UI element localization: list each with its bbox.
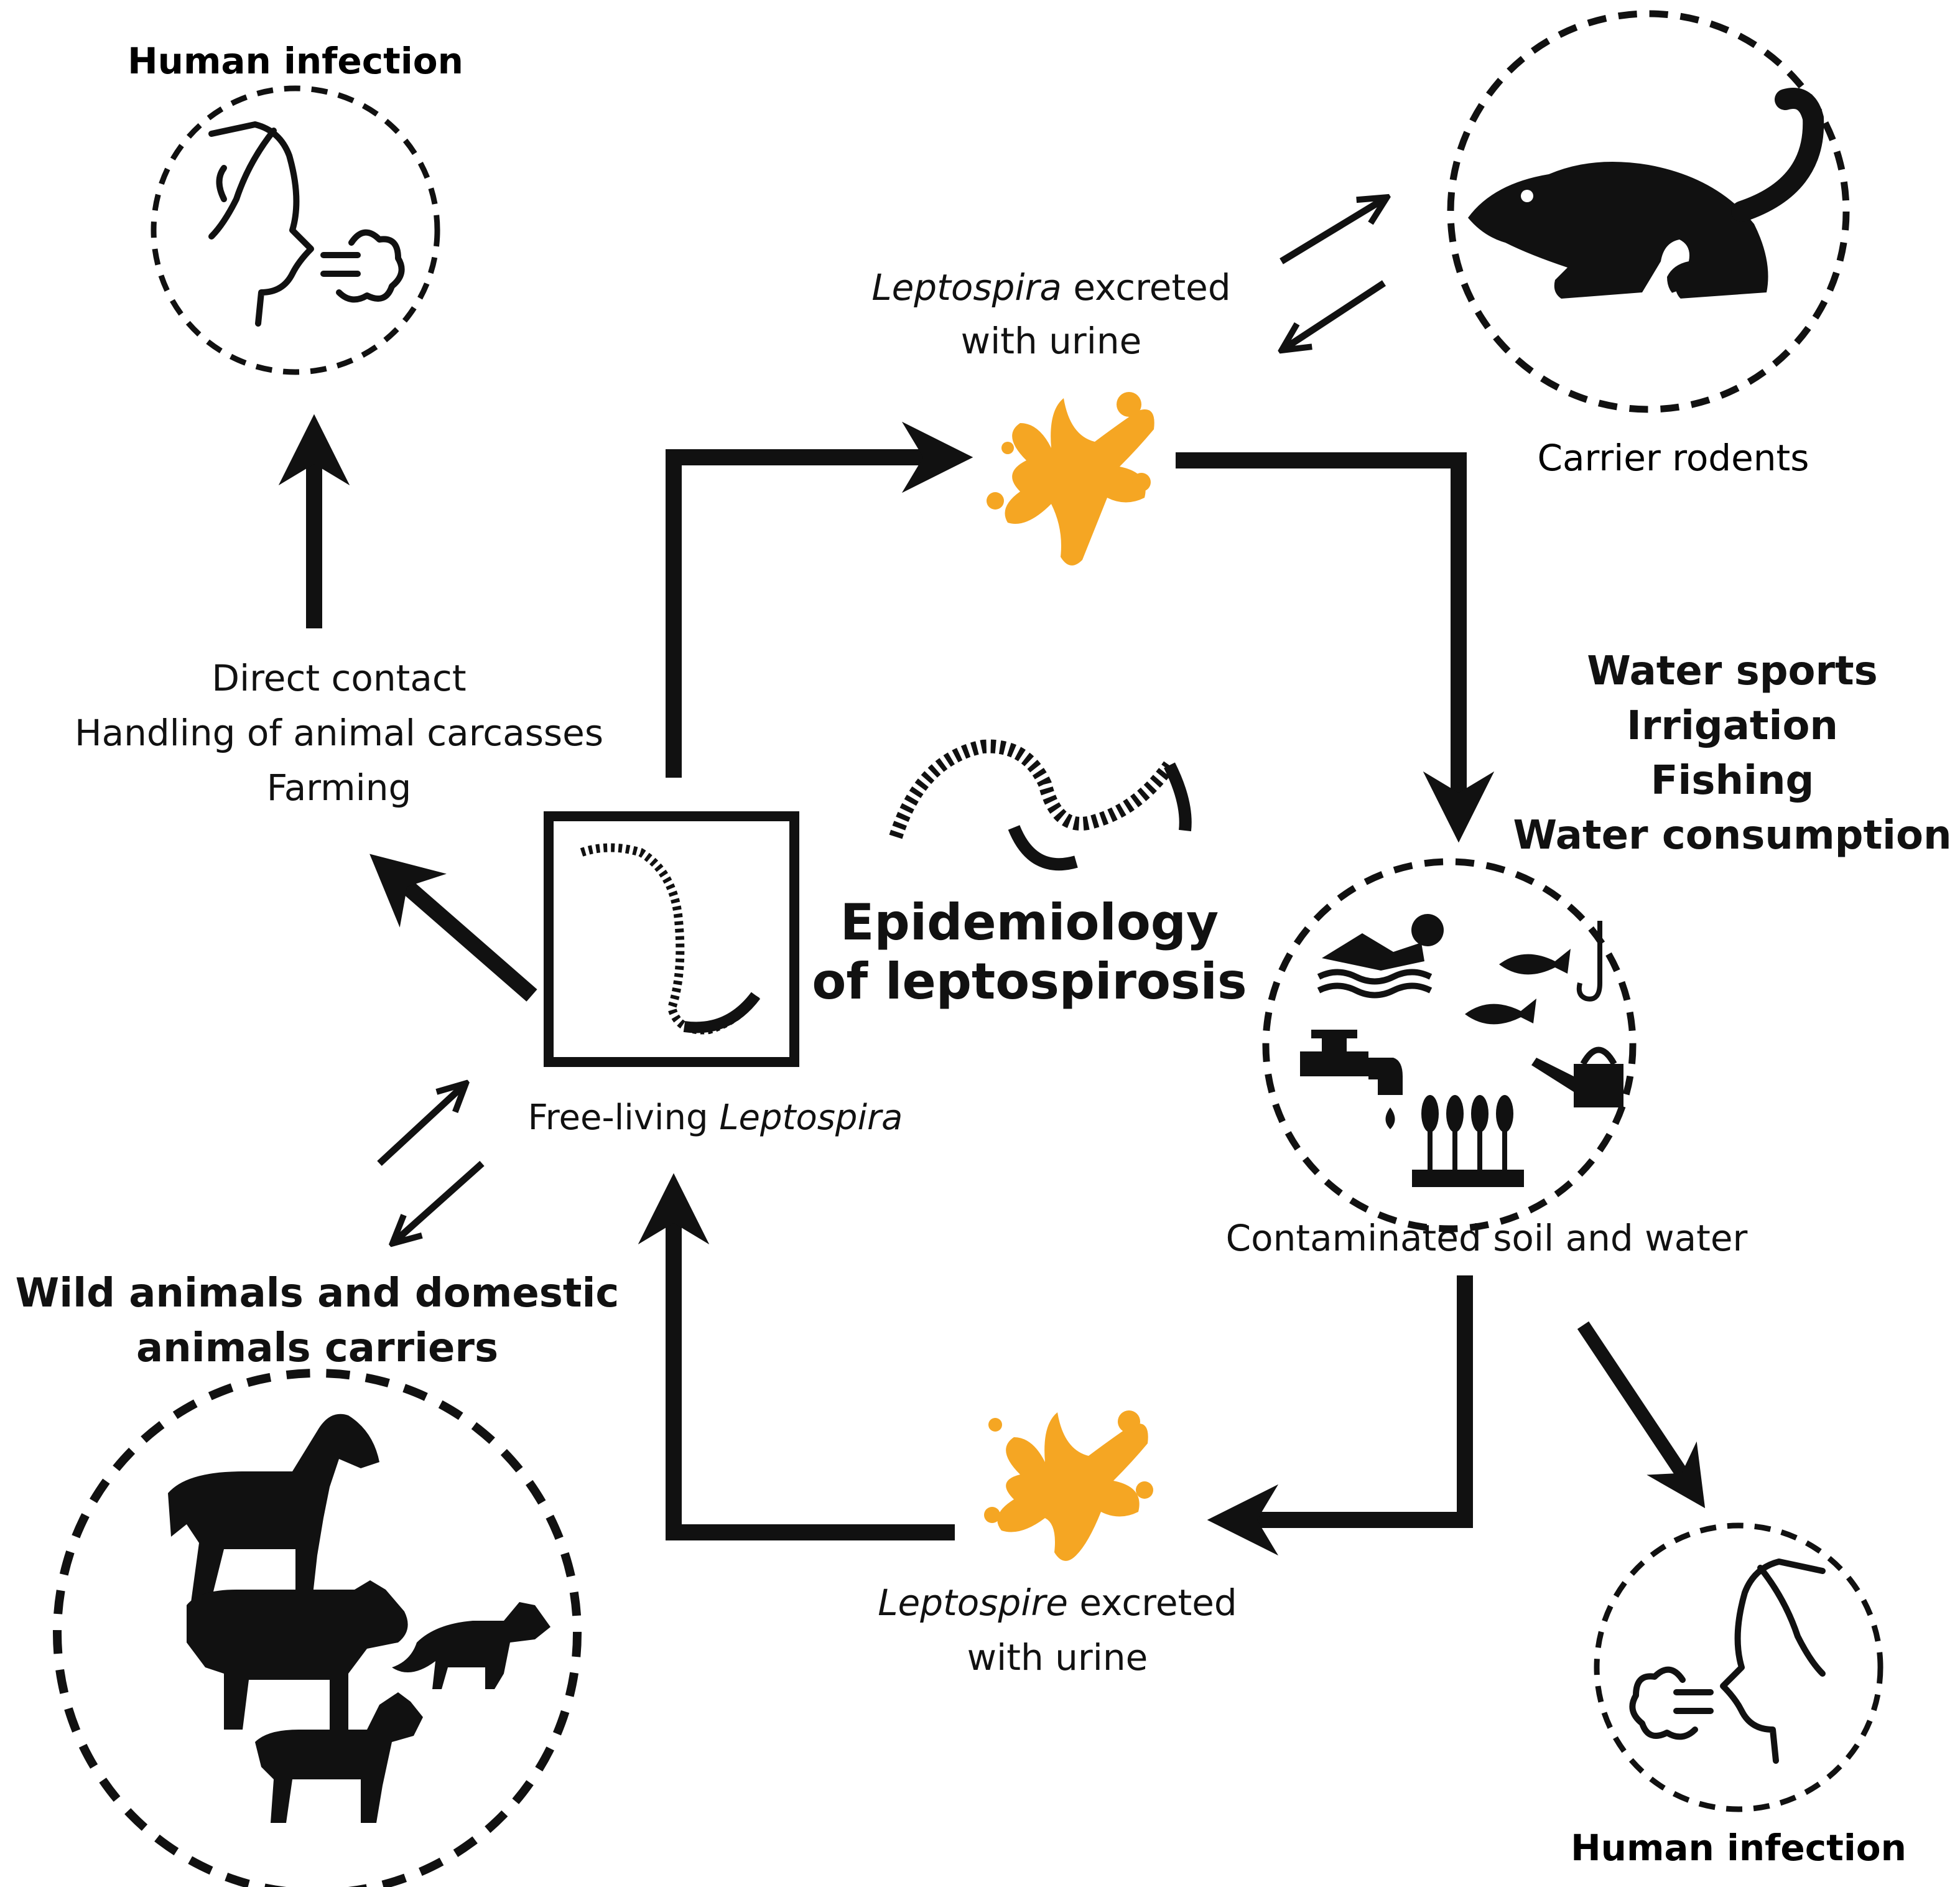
arrow-contaminated-to-urine-bottom	[1207, 1275, 1473, 1556]
contaminated-label: Contaminated soil and water	[1226, 1217, 1748, 1259]
arrow-urine-bottom-to-free-living	[638, 1173, 955, 1540]
cow-icon	[187, 1580, 408, 1730]
water-activities-label-1: Water sports	[1587, 648, 1877, 694]
human-infection-bottom-label: Human infection	[1571, 1827, 1907, 1869]
water-activities-label-4: Water consumption	[1513, 813, 1951, 859]
urine-splash-icon	[984, 392, 1154, 1561]
fox-icon	[392, 1602, 550, 1689]
arrow-free-living-to-urine-top	[666, 421, 973, 778]
water-activities-label-3: Fishing	[1651, 758, 1814, 804]
wild-animals-label-1: Wild animals and domestic	[16, 1270, 620, 1316]
exchange-arrows	[377, 199, 1386, 1241]
urine-splash-top	[1005, 398, 1154, 566]
human-breathing-icon	[1629, 1559, 1826, 1764]
human-infection-top-label: Human infection	[128, 40, 463, 82]
wild-animals-label-2: animals carriers	[136, 1325, 498, 1371]
excreted-bottom-label-line2: with urine	[967, 1636, 1148, 1679]
faucet-icon	[1300, 1030, 1403, 1129]
diagram-labels: Leptospira excreted with urine Water spo…	[16, 266, 1952, 1679]
arrow-animals-to-free-living	[377, 1086, 463, 1167]
arrow-urine-top-to-contaminated	[1176, 452, 1495, 843]
carrier-rodents-label: Carrier rodents	[1537, 437, 1809, 479]
animal-carriers-node	[53, 1369, 582, 1887]
free-living-label: Free-living Leptospira	[528, 1097, 903, 1138]
contaminated-soil-water-node	[1262, 858, 1637, 1232]
excreted-bottom-label: Leptospire excreted	[878, 1582, 1237, 1624]
rat-icon	[1468, 88, 1824, 308]
urine-splash-bottom	[997, 1412, 1148, 1561]
human-infection-top-node: Human infection	[128, 40, 463, 375]
contact-routes-label-1: Direct contact	[211, 657, 466, 699]
excreted-top-label: Leptospira excreted	[871, 266, 1230, 309]
arrow-free-living-to-animals	[395, 1160, 485, 1241]
cycle-arrows	[278, 414, 1706, 1556]
carrier-rodents-node: Carrier rodents	[1447, 10, 1850, 479]
fishing-hook-icon	[1576, 921, 1602, 1002]
human-breathing-icon	[208, 121, 405, 327]
human-infection-bottom-node: Human infection	[1571, 1522, 1907, 1869]
arrow-rodent-to-urine	[1284, 280, 1386, 348]
excreted-top-label-line2: with urine	[961, 320, 1142, 362]
diagram-title-line2: of leptospirosis	[812, 953, 1247, 1010]
watering-can-icon	[1531, 1046, 1623, 1107]
fish-icon	[1465, 949, 1571, 1025]
goat-icon	[255, 1692, 423, 1823]
leptospira-spiral-icon	[889, 739, 1192, 871]
arrow-contaminated-to-human-bottom	[1577, 1321, 1706, 1509]
arrow-urine-to-rodent	[1280, 199, 1384, 264]
free-living-leptospira-node	[544, 811, 799, 1067]
swimmer-icon	[1317, 914, 1444, 999]
diagram-title-line1: Epidemiology	[840, 893, 1219, 951]
contact-routes-label-3: Farming	[267, 766, 412, 809]
water-activities-label-2: Irrigation	[1627, 703, 1838, 749]
horse-icon	[168, 1414, 379, 1611]
arrow-free-living-to-contact	[369, 854, 537, 1002]
wheat-field-icon	[1412, 1095, 1524, 1187]
contact-routes-label-2: Handling of animal carcasses	[75, 712, 603, 754]
